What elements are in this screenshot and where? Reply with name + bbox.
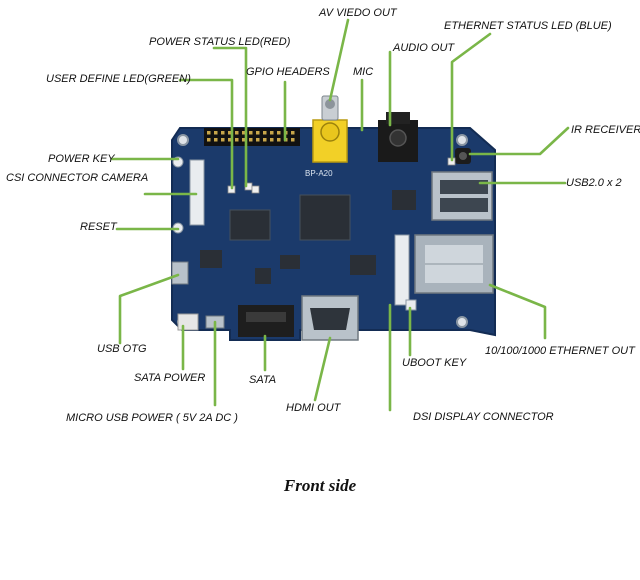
gpio-pin xyxy=(221,138,225,142)
gpio-pin xyxy=(277,138,281,142)
label-csi-connector-camera: CSI CONNECTOR CAMERA xyxy=(6,172,149,184)
gpio-pin xyxy=(263,131,267,135)
label-mic: MIC xyxy=(353,66,374,78)
label-uboot-key: UBOOT KEY xyxy=(402,357,467,369)
gpio-pin xyxy=(270,131,274,135)
hdmi-port xyxy=(301,295,359,341)
leader-ethernet-status-led xyxy=(450,32,492,162)
label-user-define-led: USER DEFINE LED(GREEN) xyxy=(46,73,191,85)
leader-ir-receiver xyxy=(468,126,570,156)
gpio-pin xyxy=(291,138,295,142)
gpio-pin xyxy=(207,138,211,142)
gpio-pin xyxy=(214,131,218,135)
leader-user-define-led xyxy=(178,78,234,190)
dsi-connector-part xyxy=(394,234,410,306)
leader-power-status-led xyxy=(212,46,248,188)
mounting-hole xyxy=(456,316,468,328)
sata-power-port xyxy=(177,313,199,331)
label-ethernet-status-led: ETHERNET STATUS LED (BLUE) xyxy=(444,20,612,32)
gpio-pin xyxy=(228,138,232,142)
label-dsi-display-connector: DSI DISPLAY CONNECTOR xyxy=(413,411,554,423)
gpio-pin xyxy=(214,138,218,142)
gpio-pin xyxy=(207,131,211,135)
gpio-pin xyxy=(263,138,267,142)
label-ethernet-out: 10/100/1000 ETHERNET OUT xyxy=(485,345,635,357)
board-silkscreen: BP-A20 xyxy=(305,169,333,178)
label-sata-power: SATA POWER xyxy=(134,372,206,384)
leader-av-video-out xyxy=(328,18,350,102)
usb-otg-port xyxy=(171,261,189,285)
ethernet-jack xyxy=(414,234,494,294)
av-video-jack xyxy=(312,95,348,163)
label-micro-usb-power: MICRO USB POWER ( 5V 2A DC ) xyxy=(66,412,238,424)
figure-caption: Front side xyxy=(283,476,357,495)
label-audio-out: AUDIO OUT xyxy=(393,42,455,54)
label-ir-receiver: IR RECEIVER xyxy=(571,124,640,136)
gpio-pin xyxy=(270,138,274,142)
gpio-pin xyxy=(249,138,253,142)
gpio-header xyxy=(204,128,300,146)
mounting-hole xyxy=(456,134,468,146)
label-av-video-out: AV VIEDO OUT xyxy=(319,7,397,19)
chips xyxy=(200,190,416,284)
label-hdmi-out: HDMI OUT xyxy=(286,402,341,414)
csi-connector-part xyxy=(189,159,205,226)
sata-port xyxy=(238,305,294,337)
leader-lines xyxy=(110,18,570,412)
leader-hdmi-out xyxy=(313,336,332,402)
gpio-pin xyxy=(228,131,232,135)
gpio-pin xyxy=(256,131,260,135)
gpio-pin xyxy=(242,138,246,142)
label-gpio-headers: GPIO HEADERS xyxy=(246,66,330,78)
label-power-key: POWER KEY xyxy=(48,153,115,165)
ir-receiver-part xyxy=(455,148,471,164)
gpio-pin xyxy=(256,138,260,142)
gpio-pin xyxy=(235,138,239,142)
audio-jack xyxy=(378,112,418,162)
label-reset: RESET xyxy=(80,221,117,233)
label-power-status-led: POWER STATUS LED(RED) xyxy=(149,36,291,48)
usb-host-ports xyxy=(431,171,493,221)
gpio-pin xyxy=(221,131,225,135)
leader-usb-otg xyxy=(118,273,180,345)
mounting-hole xyxy=(177,134,189,146)
label-usb20x2: USB2.0 x 2 xyxy=(566,177,622,189)
gpio-pin xyxy=(277,131,281,135)
gpio-pin xyxy=(235,131,239,135)
gpio-pin xyxy=(242,131,246,135)
label-sata: SATA xyxy=(249,374,277,386)
label-usb-otg: USB OTG xyxy=(97,343,147,355)
gpio-pin xyxy=(291,131,295,135)
leader-ethernet-out xyxy=(488,283,547,340)
gpio-pin xyxy=(249,131,253,135)
